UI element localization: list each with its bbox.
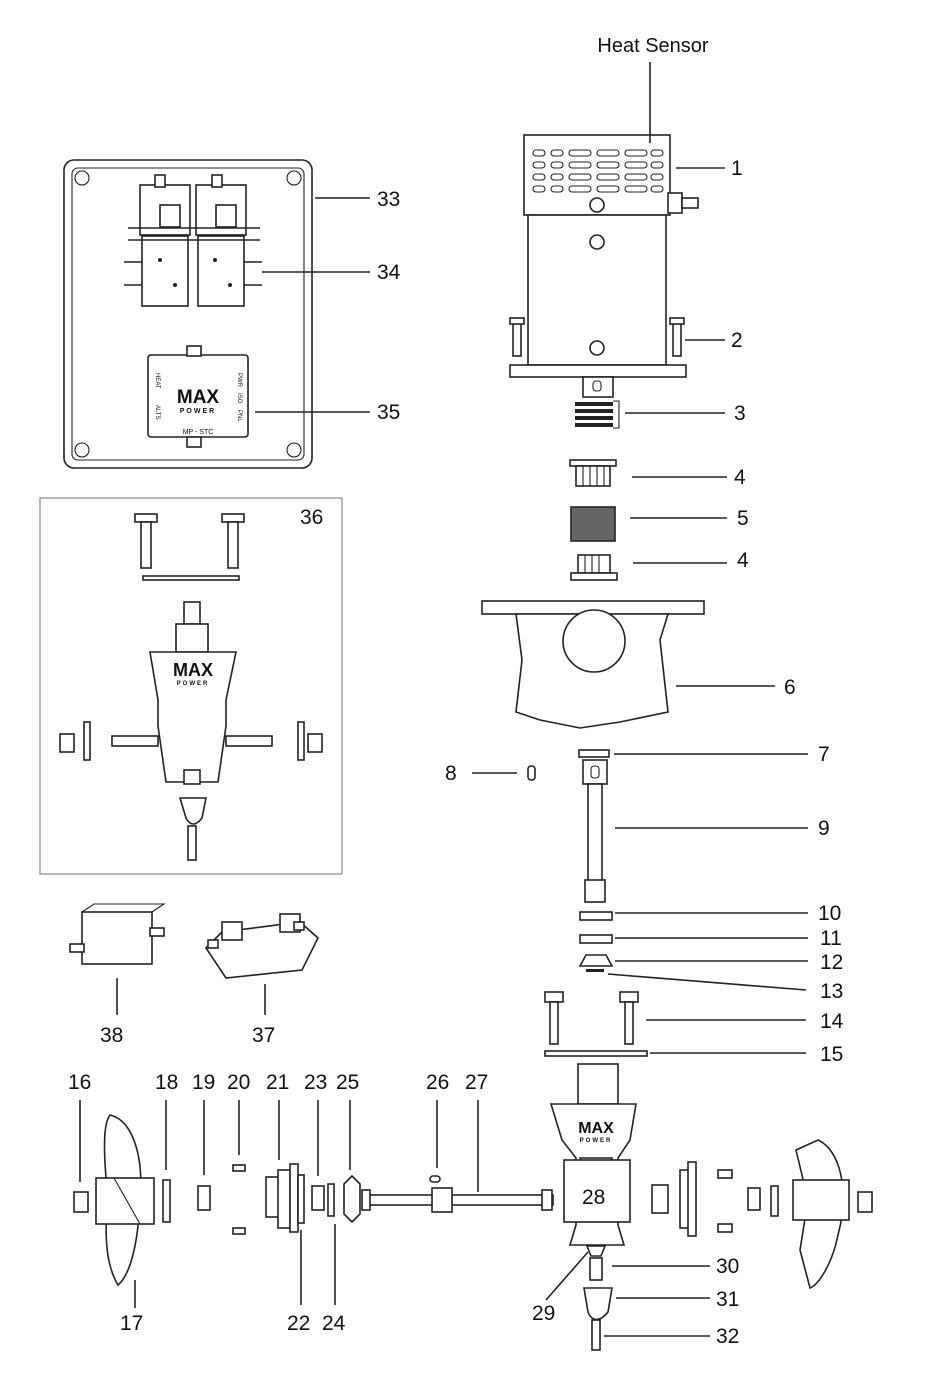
callout-16: 16 [68, 1071, 91, 1094]
leader-lines [79, 62, 808, 1337]
callout-4-bottom: 4 [737, 549, 749, 572]
callout-34: 34 [377, 261, 401, 284]
callout-27: 27 [465, 1071, 488, 1094]
callout-11: 11 [820, 927, 842, 950]
callout-6: 6 [784, 676, 796, 699]
controller-heat-label: HEAT [154, 373, 160, 389]
callout-7: 7 [818, 743, 830, 766]
right-prop-assembly [651, 1139, 873, 1290]
controller-alts-label: ALTS [154, 405, 160, 420]
seal-22 [297, 1174, 305, 1224]
motor-mount-tube [481, 600, 705, 729]
fuse-holder-38 [69, 903, 166, 965]
solenoid-pair [124, 174, 262, 307]
bearing-23 [311, 1185, 325, 1211]
callout-38: 38 [100, 1024, 123, 1047]
callout-12: 12 [820, 951, 843, 974]
callout-32: 32 [716, 1325, 739, 1348]
bearing-10 [579, 911, 613, 921]
controller-model-label: MP - STC [183, 429, 214, 436]
coupler-bottom [570, 554, 618, 581]
prop-nut-16 [73, 1191, 89, 1213]
bolt-30 [589, 1257, 603, 1281]
callout-3: 3 [734, 402, 746, 425]
coupler-top [569, 459, 617, 487]
controller-pnl-label: PNL [236, 410, 242, 422]
callout-19: 19 [192, 1071, 215, 1094]
callout-9: 9 [818, 817, 830, 840]
ring-13 [586, 969, 604, 972]
bearing-11 [579, 934, 613, 944]
callout-29: 29 [532, 1302, 555, 1325]
screw-32 [591, 1319, 601, 1351]
callout-4-top: 4 [734, 466, 746, 489]
drain-plug-29 [585, 1245, 607, 1257]
inset-logo-brand: MAX [173, 660, 213, 680]
controller-logo-sub: POWER [180, 408, 216, 415]
callout-33: 33 [377, 188, 400, 211]
callout-25: 25 [336, 1071, 359, 1094]
prop-shaft [361, 1175, 554, 1213]
propeller-17 [95, 1114, 155, 1287]
coupler-insert [570, 506, 616, 542]
callout-labels: Heat Sensor 1 2 3 4 4 5 6 7 8 9 10 11 12… [68, 35, 844, 1348]
callout-10: 10 [818, 902, 841, 925]
callout-17: 17 [120, 1312, 143, 1335]
controller-logo-brand: MAX [177, 387, 220, 408]
gasket-15 [544, 1050, 648, 1057]
callout-21: 21 [266, 1071, 289, 1094]
callout-20: 20 [227, 1071, 250, 1094]
shim-stack [575, 400, 620, 429]
relay-base-37 [204, 913, 319, 979]
callout-35: 35 [377, 401, 400, 424]
callout-8: 8 [445, 762, 457, 785]
gear-25 [343, 1174, 361, 1224]
screw-20-top [232, 1164, 246, 1172]
motor [509, 134, 699, 398]
callout-24: 24 [322, 1312, 346, 1335]
motor-vents [532, 149, 664, 193]
callout-26: 26 [426, 1071, 449, 1094]
housing-logo-brand: MAX [578, 1120, 614, 1137]
drive-shaft [582, 759, 608, 903]
washer-24 [327, 1183, 335, 1217]
key-8 [527, 765, 536, 781]
callout-1: 1 [731, 157, 743, 180]
callout-15: 15 [820, 1043, 843, 1066]
callout-30: 30 [716, 1255, 739, 1278]
inset-logo-sub: POWER [177, 681, 210, 687]
callout-23: 23 [304, 1071, 327, 1094]
inset-assembly-36: MAX POWER [39, 497, 343, 875]
heat-sensor-label: Heat Sensor [597, 35, 709, 57]
controller-mp-stc: MAX POWER MP - STC HEAT ALTS PWR ISO PNL [147, 345, 249, 448]
anode-31 [583, 1287, 613, 1321]
callout-5: 5 [737, 507, 749, 530]
screw-20-bottom [232, 1227, 246, 1235]
gear-housing: MAX POWER [549, 1063, 637, 1246]
end-cap-21 [265, 1163, 299, 1233]
controller-pwr-label: PWR [236, 373, 242, 388]
washer-7 [578, 749, 610, 758]
controller-iso-label: ISO [236, 393, 242, 404]
callout-13: 13 [820, 980, 843, 1003]
control-box: MAX POWER MP - STC HEAT ALTS PWR ISO PNL [63, 159, 313, 469]
callout-22: 22 [287, 1312, 310, 1335]
callout-36: 36 [300, 506, 323, 529]
callout-14: 14 [820, 1010, 844, 1033]
callout-18: 18 [155, 1071, 178, 1094]
callout-37: 37 [252, 1024, 275, 1047]
callout-31: 31 [716, 1288, 739, 1311]
housing-logo-sub: POWER [580, 1138, 613, 1144]
gear-12 [578, 954, 614, 967]
bearing-19 [197, 1185, 211, 1211]
bolt-pair-14 [544, 991, 639, 1045]
callout-2: 2 [731, 329, 743, 352]
washer-18 [162, 1179, 171, 1223]
callout-28: 28 [582, 1186, 605, 1209]
